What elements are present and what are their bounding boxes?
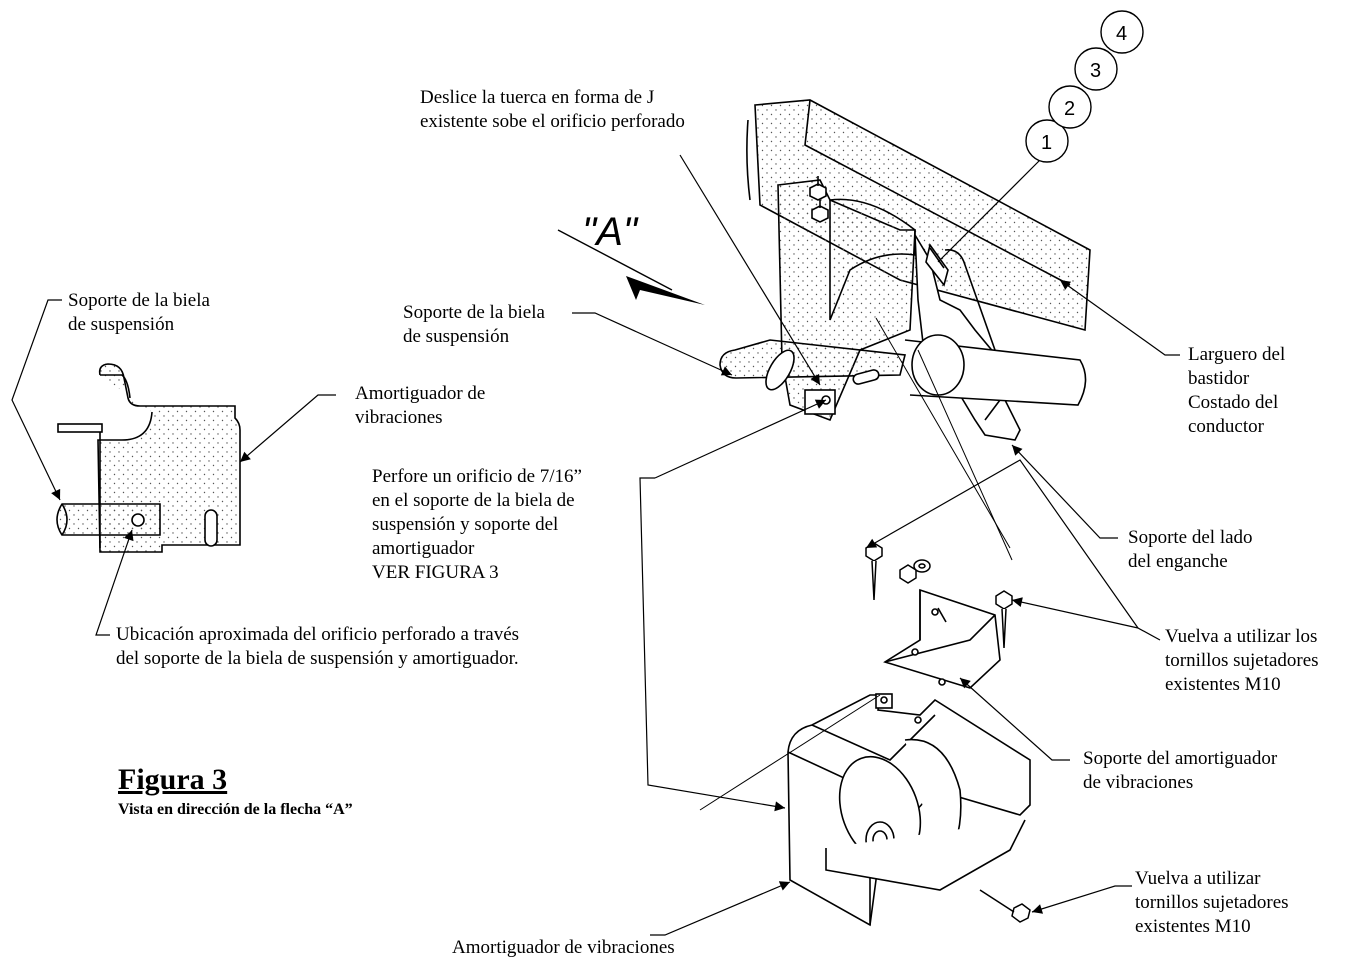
frame-rail <box>746 99 1091 332</box>
label-damper-inset: Amortiguador de vibraciones <box>355 383 486 428</box>
label-hole-location: Ubicación aproximada del orificio perfor… <box>116 624 520 669</box>
label-hitch-side: Soporte del lado del enganche <box>1128 527 1253 572</box>
damper-bracket <box>883 588 1001 689</box>
callout-1: 1 <box>1041 132 1052 154</box>
figure-subtitle: Vista en dirección de la flecha “A” <box>118 801 353 818</box>
view-arrow-a: "A" <box>557 210 705 305</box>
label-damper-bottom: Amortiguador de vibraciones <box>452 937 675 958</box>
hanger-bracket <box>719 176 916 422</box>
callout-4: 4 <box>1116 23 1127 45</box>
label-hanger-inset: Soporte de la biela de suspensión <box>68 290 210 335</box>
label-frame-rail: Larguero del bastidor Costado del conduc… <box>1188 344 1286 437</box>
callout-circles: 1 2 3 4 <box>1025 10 1144 163</box>
label-hanger-main: Soporte de la biela de suspensión <box>403 302 545 347</box>
leader-lines <box>11 154 1180 936</box>
label-j-nut: Deslice la tuerca en forma de J existent… <box>420 87 685 132</box>
figure-title: Figura 3 <box>118 763 228 796</box>
callout-2: 2 <box>1064 98 1075 120</box>
label-reuse-bolts: Vuelva a utilizar los tornillos sujetado… <box>1165 626 1319 695</box>
view-arrow-label: "A" <box>582 210 639 254</box>
vibration-damper <box>787 693 1031 927</box>
label-damper-bracket: Soporte del amortiguador de vibraciones <box>1083 748 1278 793</box>
inset-detail <box>56 363 241 553</box>
label-drill-hole: Perfore un orificio de 7/16” en el sopor… <box>372 466 582 583</box>
label-reuse-bolts-2: Vuelva a utilizar tornillos sujetadores … <box>1135 868 1289 937</box>
callout-3: 3 <box>1090 60 1101 82</box>
